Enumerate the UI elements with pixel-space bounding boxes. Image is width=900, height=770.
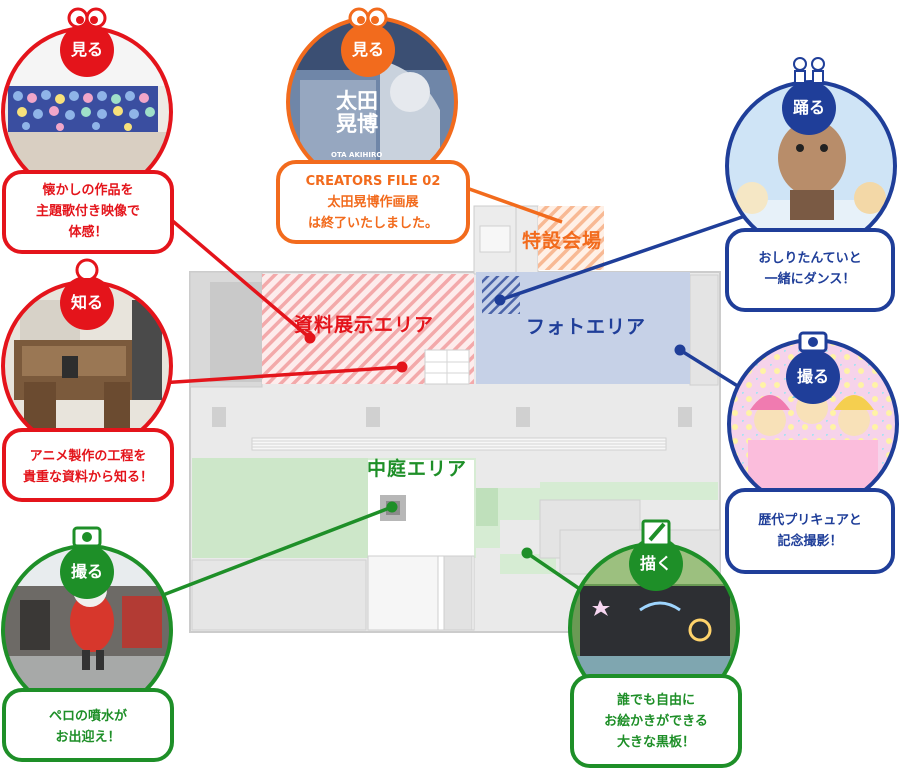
callout-egaku-blackboard[interactable]: [568, 519, 742, 768]
floor-plan: [189, 205, 721, 633]
eyes-icon: [67, 7, 107, 29]
caption-odoru: おしりたんていと 一緒にダンス！: [758, 251, 862, 287]
photo-area-label: フォトエリア: [526, 316, 647, 338]
lightbulb-icon: [75, 258, 99, 285]
caption-egaku: 誰でも自由に お絵かきができる 大きな黒板！: [604, 693, 708, 750]
pencil-icon: [641, 519, 671, 547]
badge-odoru: 踊る: [792, 98, 825, 117]
dancing-people-icon: [793, 57, 825, 84]
connector-lines: [146, 173, 761, 602]
callout-odoru-dance[interactable]: [725, 57, 900, 312]
shiryo-area-label: 資料展示エリア: [294, 314, 435, 336]
caption-shiru: アニメ製作の工程を 貴重な資料から知る！: [22, 449, 153, 485]
camera-icon: [72, 526, 102, 548]
nakaniwa-area-label: 中庭エリア: [367, 458, 468, 480]
callout-miru-video[interactable]: [0, 7, 175, 254]
eyes-icon: [348, 7, 388, 29]
badge-shiru: 知る: [70, 293, 103, 312]
badge-miru: 見る: [70, 40, 103, 59]
callout-shiru-materials[interactable]: [0, 258, 175, 502]
tokusetsu-area-label: 特設会場: [522, 230, 603, 252]
camera-icon: [798, 331, 828, 353]
caption-miru-video: 懐かしの作品を 主題歌付き映像で 体感！: [35, 183, 140, 240]
poster-title-line2: 晃博: [336, 111, 378, 136]
video-wall-photo: [3, 28, 171, 196]
caption-toru-fountain: ペロの噴水が お出迎え！: [48, 709, 127, 745]
badge-miru: 見る: [351, 40, 384, 59]
badge-toru: 撮る: [796, 367, 829, 386]
caption-creators-file: CREATORS FILE 02 太田晃博作画展 は終了いたしました。: [305, 174, 441, 231]
caption-toru-precure: 歴代プリキュアと 記念撮影！: [758, 513, 862, 549]
callout-toru-fountain[interactable]: [0, 526, 175, 762]
poster-romaji: OTA AKIHIRO: [331, 151, 383, 159]
callout-miru-creators-file[interactable]: [276, 7, 470, 244]
poster-title-line1: 太田: [336, 88, 378, 113]
badge-egaku: 描く: [639, 554, 672, 573]
badge-toru: 撮る: [70, 562, 103, 581]
callout-toru-precure[interactable]: [725, 331, 899, 574]
